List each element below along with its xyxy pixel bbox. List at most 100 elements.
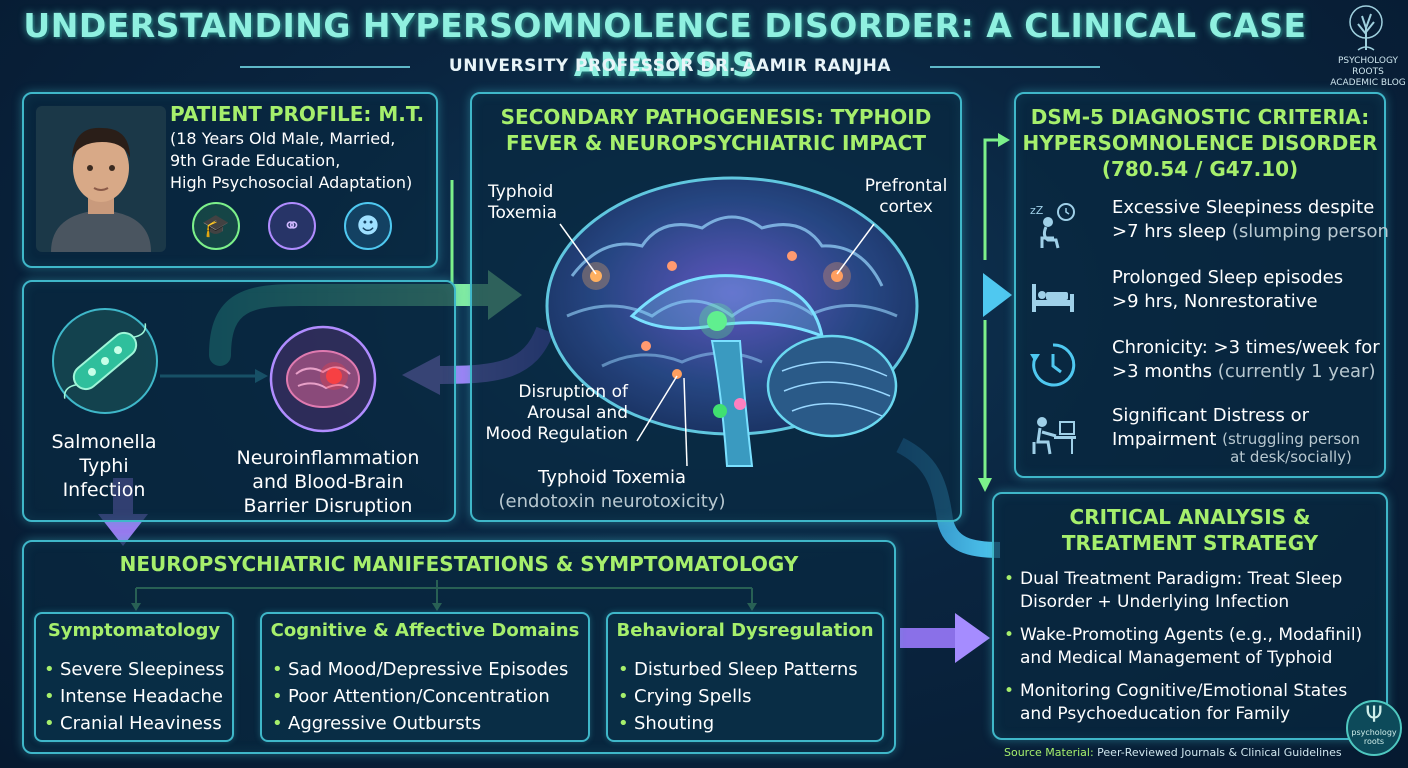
list-item: Poor Attention/Concentration <box>272 683 568 710</box>
list-item: Sad Mood/Depressive Episodes <box>272 656 568 683</box>
dsm-c3-line1: Chronicity: >3 times/week for <box>1112 337 1380 358</box>
list-item: Dual Treatment Paradigm: Treat Sleep Dis… <box>1004 568 1380 614</box>
list-item: Intense Headache <box>44 683 224 710</box>
list-item: Severe Sleepiness <box>44 656 224 683</box>
list-item: Shouting <box>618 710 858 737</box>
label-bottom-line2: (endotoxin neurotoxicity) <box>498 491 726 512</box>
list-item: Crying Spells <box>618 683 858 710</box>
slumping-person-icon: zZ <box>1030 203 1075 249</box>
brain-heading-line2: FEVER & NEUROPSYCHIATRIC IMPACT <box>506 131 926 155</box>
patient-profile-panel: PATIENT PROFILE: M.T. (18 Years Old Male… <box>22 92 438 268</box>
source-note: Source Material: Peer-Reviewed Journals … <box>1004 746 1342 759</box>
list-item: Monitoring Cognitive/Emotional States an… <box>1004 680 1380 726</box>
dsm-c3-note: (currently 1 year) <box>1217 361 1376 382</box>
treatment-heading-line2: TREATMENT STRATEGY <box>1061 531 1319 555</box>
treatment-b3-line1: Monitoring Cognitive/Emotional States <box>1020 681 1348 701</box>
patient-detail-line1: (18 Years Old Male, Married, <box>170 129 396 148</box>
dsm-criterion-sleepiness-text: Excessive Sleepiness despite >7 hrs slee… <box>1112 196 1392 244</box>
blog-name-line1: PSYCHOLOGY ROOTS <box>1337 56 1399 77</box>
blog-name: PSYCHOLOGY ROOTS ACADEMIC BLOG <box>1328 56 1408 89</box>
label-bottom-line1: Typhoid Toxemia <box>538 467 686 488</box>
dsm-criterion-distress-text: Significant Distress or Impairment (stru… <box>1112 404 1392 468</box>
dsm-c4-line1: Significant Distress or <box>1112 405 1309 426</box>
dsm-criterion-chronicity-text: Chronicity: >3 times/week for >3 months … <box>1112 336 1392 384</box>
dsm-criterion-distress: Significant Distress or Impairment (stru… <box>1028 404 1388 470</box>
dsm-c4-line2: Impairment <box>1112 429 1217 450</box>
dsm-c2-line1: Prolonged Sleep episodes <box>1112 267 1344 288</box>
dsm-c3-line2: >3 months <box>1112 361 1213 382</box>
cognitive-affective-title: Cognitive & Affective Domains <box>270 620 580 641</box>
label-prefrontal-line1: Prefrontal <box>864 176 948 196</box>
page-title: UNDERSTANDING HYPERSOMNOLENCE DISORDER: … <box>23 6 1307 84</box>
infection-pathway-panel: Salmonella Typhi Infection Neuroinflamma… <box>22 280 456 522</box>
treatment-strategy-panel: CRITICAL ANALYSIS & TREATMENT STRATEGY D… <box>992 492 1388 740</box>
label-bottom-toxemia: Typhoid Toxemia (endotoxin neurotoxicity… <box>482 466 742 514</box>
patient-detail-line3: High Psychosocial Adaptation) <box>170 173 413 192</box>
patient-details: (18 Years Old Male, Married, 9th Grade E… <box>170 128 412 194</box>
treatment-b3-line2: and Psychoeducation for Family <box>1020 704 1291 724</box>
list-item: Disturbed Sleep Patterns <box>618 656 858 683</box>
svg-text:zZ: zZ <box>1030 204 1044 217</box>
brain-heading-line1: SECONDARY PATHOGENESIS: TYPHOID <box>500 105 932 129</box>
bacteria-icon <box>52 308 158 414</box>
label-toxemia-line1: Typhoid <box>488 182 554 202</box>
infection-label-line2: Infection <box>62 479 146 501</box>
patient-heading: PATIENT PROFILE: M.T. <box>170 102 425 126</box>
dsm-criterion-prolonged: Prolonged Sleep episodes >9 hrs, Nonrest… <box>1028 266 1388 324</box>
brain-pathogenesis-panel: SECONDARY PATHOGENESIS: TYPHOID FEVER & … <box>470 92 962 522</box>
patient-portrait <box>36 106 166 252</box>
community-icon: ☻ <box>344 202 392 250</box>
clock-icon <box>1030 343 1076 387</box>
symptomatology-list: Severe Sleepiness Intense Headache Crani… <box>44 656 224 737</box>
neuro-label-line1: Neuroinflammation <box>236 447 420 469</box>
treatment-heading: CRITICAL ANALYSIS & TREATMENT STRATEGY <box>994 504 1386 556</box>
behavioral-title: Behavioral Dysregulation <box>616 620 874 641</box>
list-item: Aggressive Outbursts <box>272 710 568 737</box>
infection-label: Salmonella Typhi Infection <box>24 430 184 502</box>
treatment-list: Dual Treatment Paradigm: Treat Sleep Dis… <box>1004 568 1380 726</box>
source-label: Source Material: <box>1004 746 1094 759</box>
label-toxemia-line2: Toxemia <box>488 203 558 223</box>
dsm-criterion-sleepiness: zZ Excessive Sleepiness despite >7 hrs s… <box>1028 196 1389 254</box>
cognitive-affective-list: Sad Mood/Depressive Episodes Poor Attent… <box>272 656 568 737</box>
dsm-c1-line2: >7 hrs sleep <box>1112 221 1227 242</box>
dsm-c1-note: (slumping person <box>1231 221 1389 242</box>
brain-heading: SECONDARY PATHOGENESIS: TYPHOID FEVER & … <box>472 104 960 156</box>
treatment-b1-line1: Dual Treatment Paradigm: Treat Sleep <box>1020 569 1343 589</box>
manifestations-heading: NEUROPSYCHIATRIC MANIFESTATIONS & SYMPTO… <box>119 552 799 576</box>
label-prefrontal-cortex: Prefrontal cortex <box>858 176 954 218</box>
inflamed-brain-icon <box>269 325 377 433</box>
dsm-criterion-chronicity: Chronicity: >3 times/week for >3 months … <box>1028 336 1388 394</box>
subtitle-rule-right <box>930 66 1100 68</box>
label-arousal-disruption: Disruption of Arousal and Mood Regulatio… <box>478 382 628 445</box>
desk-person-icon <box>1032 417 1076 455</box>
label-prefrontal-line2: cortex <box>879 197 933 217</box>
label-arousal-line2: Arousal and <box>527 403 628 423</box>
label-typhoid-toxemia: Typhoid Toxemia <box>488 182 557 224</box>
dsm-c2-line2: >9 hrs, Nonrestorative <box>1112 291 1318 312</box>
dsm-heading-line3: (780.54 / G47.10) <box>1101 157 1299 181</box>
patient-detail-line2: 9th Grade Education, <box>170 151 341 170</box>
tree-logo-icon <box>1349 5 1383 51</box>
source-text: Peer-Reviewed Journals & Clinical Guidel… <box>1097 746 1342 759</box>
treatment-b1-line2: Disorder + Underlying Infection <box>1020 592 1290 612</box>
badge-line2: roots <box>1363 737 1385 746</box>
dsm-c4-note1: (struggling person <box>1222 430 1360 448</box>
list-item: Wake-Promoting Agents (e.g., Modafinil) … <box>1004 624 1380 670</box>
bed-icon <box>1032 284 1074 312</box>
dsm-heading: DSM-5 DIAGNOSTIC CRITERIA: HYPERSOMNOLEN… <box>1016 104 1384 182</box>
cognitive-affective-box: Cognitive & Affective Domains Sad Mood/D… <box>260 612 590 742</box>
dsm-heading-line2: HYPERSOMNOLENCE DISORDER <box>1022 131 1378 155</box>
badge-line1: psychology <box>1351 728 1397 737</box>
treatment-b2-line1: Wake-Promoting Agents (e.g., Modafinil) <box>1020 625 1363 645</box>
page-subtitle: UNIVERSITY PROFESSOR DR. AAMIR RANJHA <box>448 56 892 76</box>
neuro-label-line2: and Blood-Brain <box>252 471 404 493</box>
dsm5-criteria-panel: DSM-5 DIAGNOSTIC CRITERIA: HYPERSOMNOLEN… <box>1014 92 1386 478</box>
label-arousal-line1: Disruption of <box>518 382 628 402</box>
infection-label-line1: Salmonella Typhi <box>51 431 157 477</box>
treatment-b2-line2: and Medical Management of Typhoid <box>1020 648 1333 668</box>
behavioral-list: Disturbed Sleep Patterns Crying Spells S… <box>618 656 858 737</box>
graduation-cap-icon: 🎓 <box>192 202 240 250</box>
symptomatology-box: Symptomatology Severe Sleepiness Intense… <box>34 612 234 742</box>
dsm-c4-note2: at desk/socially) <box>1230 448 1352 466</box>
